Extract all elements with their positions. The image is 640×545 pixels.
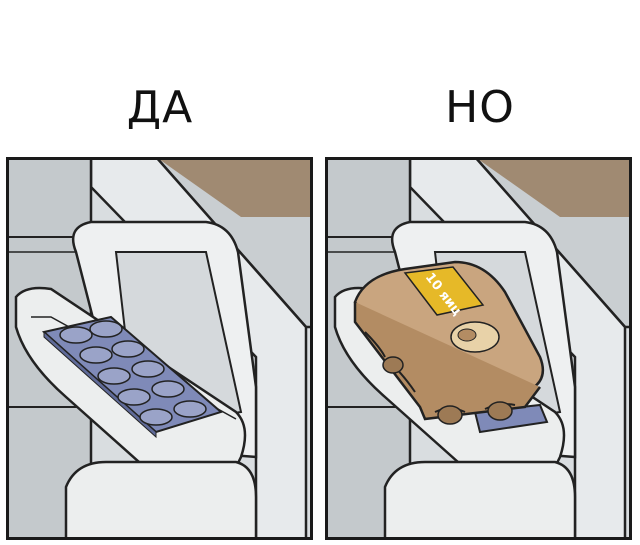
wall-background (479, 160, 629, 217)
carton-label-strip (403, 266, 485, 316)
panel-but: 10 яиц (325, 157, 632, 540)
panel-title-but: НО (445, 82, 515, 133)
wall-background (160, 160, 310, 217)
egg-carton: 10 яиц (353, 260, 545, 425)
panel-title-yes: ДА (126, 82, 194, 133)
fridge-illustration-empty-tray (9, 160, 310, 537)
panel-yes (6, 157, 313, 540)
fridge-illustration-carton: 10 яиц (328, 160, 629, 537)
egg-tray (41, 315, 224, 439)
